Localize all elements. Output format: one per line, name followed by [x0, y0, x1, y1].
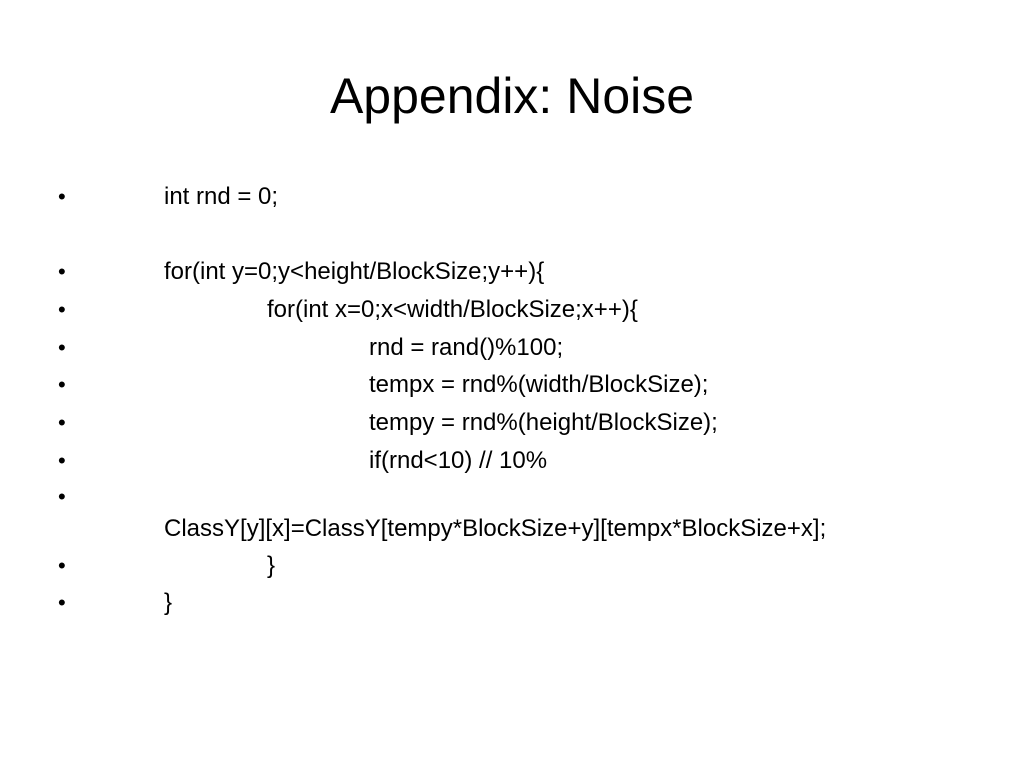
- slide-title: Appendix: Noise: [329, 68, 695, 124]
- code-line: • }: [0, 588, 1024, 618]
- bullet-icon: •: [58, 259, 66, 284]
- code-line: • for(int x=0;x<width/BlockSize;x++){: [0, 295, 1024, 325]
- code-text: tempy = rnd%(height/BlockSize);: [369, 409, 718, 436]
- code-line: • tempy = rnd%(height/BlockSize);: [0, 408, 1024, 438]
- code-text: for(int x=0;x<width/BlockSize;x++){: [267, 296, 638, 323]
- bullet-icon: •: [58, 410, 66, 435]
- code-line: • int rnd = 0;: [0, 182, 1024, 212]
- code-line: • tempx = rnd%(width/BlockSize);: [0, 370, 1024, 400]
- code-text: ClassY[y][x]=ClassY[tempy*BlockSize+y][t…: [164, 515, 827, 542]
- bullet-icon: •: [58, 184, 66, 209]
- code-text: }: [164, 589, 173, 616]
- code-text: rnd = rand()%100;: [369, 334, 564, 361]
- bullet-icon: •: [58, 484, 66, 509]
- code-text: if(rnd<10) // 10%: [369, 447, 548, 474]
- code-line: • rnd = rand()%100;: [0, 333, 1024, 363]
- code-line: • }: [0, 551, 1024, 581]
- bullet-icon: •: [58, 335, 66, 360]
- bullet-icon: •: [58, 372, 66, 397]
- code-text: for(int y=0;y<height/BlockSize;y++){: [164, 258, 545, 285]
- code-line: • for(int y=0;y<height/BlockSize;y++){: [0, 257, 1024, 287]
- code-line: •: [0, 482, 1024, 512]
- bullet-icon: •: [58, 590, 66, 615]
- code-text: tempx = rnd%(width/BlockSize);: [369, 371, 709, 398]
- code-text: int rnd = 0;: [164, 183, 279, 210]
- code-line: • if(rnd<10) // 10%: [0, 446, 1024, 476]
- bullet-icon: •: [58, 297, 66, 322]
- code-line-wrapped: ClassY[y][x]=ClassY[tempy*BlockSize+y][t…: [0, 514, 1024, 544]
- bullet-icon: •: [58, 553, 66, 578]
- code-text: }: [267, 552, 276, 579]
- bullet-icon: •: [58, 448, 66, 473]
